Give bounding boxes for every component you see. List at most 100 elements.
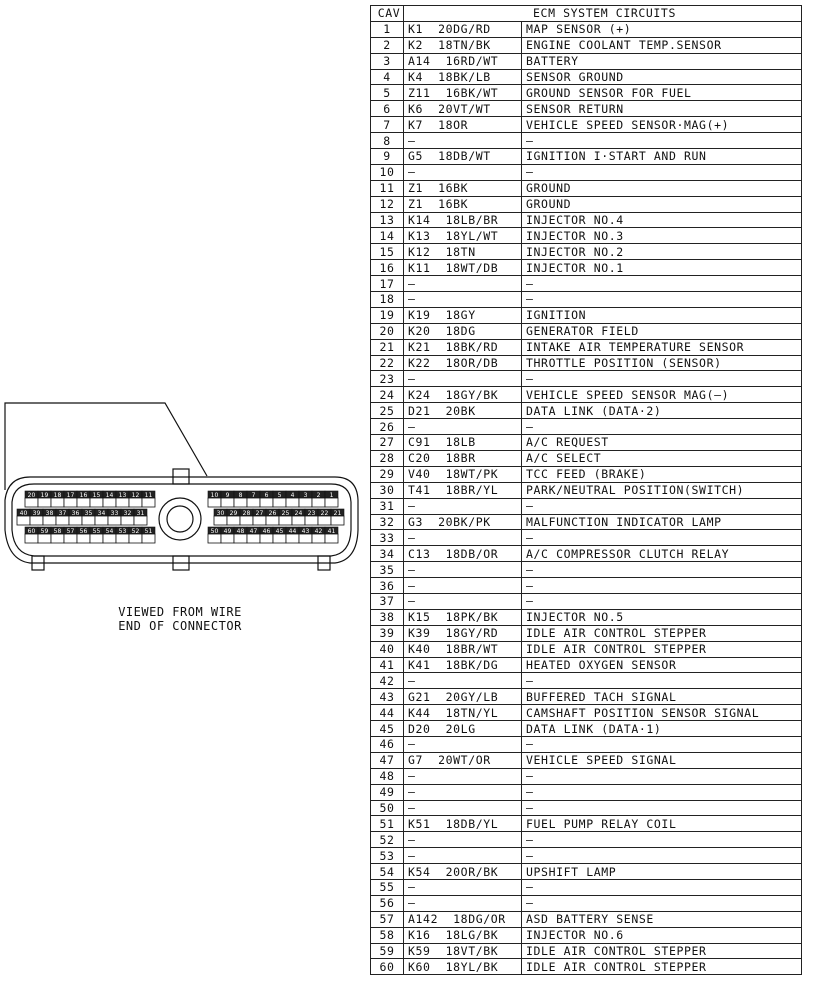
cell-cav: 3	[370, 52, 404, 70]
cell-description: IDLE AIR CONTROL STEPPER	[520, 958, 803, 976]
cell-wire: G5 18DB/WT	[403, 148, 522, 165]
cell-cav: 36	[370, 577, 404, 594]
table-row: 49——	[370, 783, 803, 801]
cell-wire: —	[403, 370, 522, 388]
cell-cav: 46	[370, 735, 404, 753]
cell-wire: Z11 16BK/WT	[403, 84, 522, 102]
cell-cav: 10	[370, 163, 404, 181]
cell-wire: —	[403, 847, 522, 865]
connector-pin-1: 1	[324, 490, 339, 508]
pin-number: 60	[28, 528, 36, 535]
cell-wire: —	[403, 275, 522, 293]
cell-description: INTAKE AIR TEMPERATURE SENSOR	[520, 338, 803, 356]
connector-pin-49: 49	[220, 526, 235, 544]
cell-cav: 28	[370, 449, 404, 467]
cell-cav: 31	[370, 497, 404, 515]
connector-pin-10: 10	[207, 490, 222, 508]
cell-description: BUFFERED TACH SIGNAL	[520, 688, 803, 706]
cell-cav: 54	[370, 863, 404, 880]
cell-cav: 9	[370, 148, 404, 165]
connector-pin-23: 23	[304, 508, 319, 526]
pin-number: 2	[317, 492, 321, 499]
cell-wire: V40 18WT/PK	[403, 465, 522, 483]
pin-number: 12	[132, 492, 140, 499]
cell-wire: K13 18YL/WT	[403, 227, 522, 245]
cell-description: —	[520, 418, 803, 436]
connector-pin-6: 6	[259, 490, 274, 508]
cell-description: —	[520, 275, 803, 293]
pin-number: 36	[72, 510, 80, 517]
cell-description: INJECTOR NO.1	[520, 259, 803, 277]
pin-number: 8	[239, 492, 243, 499]
pin-number: 3	[304, 492, 308, 499]
cell-wire: —	[403, 894, 522, 912]
connector-pin-39: 39	[29, 508, 44, 526]
connector-pin-38: 38	[42, 508, 57, 526]
cell-cav: 21	[370, 338, 404, 356]
pin-number: 55	[93, 528, 101, 535]
pin-number: 18	[54, 492, 62, 499]
connector-pin-27: 27	[252, 508, 267, 526]
pin-number: 19	[41, 492, 49, 499]
connector-pin-36: 36	[68, 508, 83, 526]
cell-wire: K7 18OR	[403, 116, 522, 134]
connector-body-inner	[11, 483, 352, 557]
cell-cav: 4	[370, 68, 404, 86]
cell-wire: D21 20BK	[403, 402, 522, 420]
pin-number: 25	[282, 510, 290, 517]
pin-number: 38	[46, 510, 54, 517]
cell-description: GROUND SENSOR FOR FUEL	[520, 84, 803, 102]
pin-number: 1	[330, 492, 334, 499]
cell-cav: 39	[370, 624, 404, 642]
cell-description: A/C COMPRESSOR CLUTCH RELAY	[520, 545, 803, 563]
cell-cav: 60	[370, 958, 404, 976]
cell-description: —	[520, 291, 803, 308]
connector-caption-line2: END OF CONNECTOR	[118, 619, 242, 633]
cell-wire: K21 18BK/RD	[403, 338, 522, 356]
cell-cav: 20	[370, 322, 404, 340]
cell-wire: K2 18TN/BK	[403, 36, 522, 54]
cell-description: ASD BATTERY SENSE	[520, 910, 803, 928]
connector-pin-54: 54	[102, 526, 117, 544]
table-row: 33——	[370, 529, 803, 547]
connector-pin-8: 8	[233, 490, 248, 508]
cell-wire: K44 18TN/YL	[403, 704, 522, 722]
pin-number: 30	[217, 510, 225, 517]
cell-cav: 53	[370, 847, 404, 865]
cell-description: BATTERY	[520, 52, 803, 70]
cell-cav: 1	[370, 20, 404, 38]
pin-number: 37	[59, 510, 67, 517]
pin-number: 51	[145, 528, 153, 535]
connector-pin-19: 19	[37, 490, 52, 508]
cell-wire: T41 18BR/YL	[403, 481, 522, 499]
connector-pin-17: 17	[63, 490, 78, 508]
cell-cav: 8	[370, 132, 404, 150]
cell-description: IGNITION	[520, 306, 803, 324]
cell-description: INJECTOR NO.3	[520, 227, 803, 245]
connector-pin-56: 56	[76, 526, 91, 544]
cell-description: —	[520, 735, 803, 753]
cell-cav: 29	[370, 465, 404, 483]
connector-pin-30: 30	[213, 508, 228, 526]
cell-wire: A142 18DG/OR	[403, 910, 522, 928]
cell-description: A/C SELECT	[520, 449, 803, 467]
cell-wire: —	[403, 799, 522, 817]
pin-number: 31	[137, 510, 145, 517]
pin-number: 42	[315, 528, 323, 535]
table-row: 52——	[370, 831, 803, 849]
top-latch	[172, 468, 190, 485]
connector-pin-37: 37	[55, 508, 70, 526]
